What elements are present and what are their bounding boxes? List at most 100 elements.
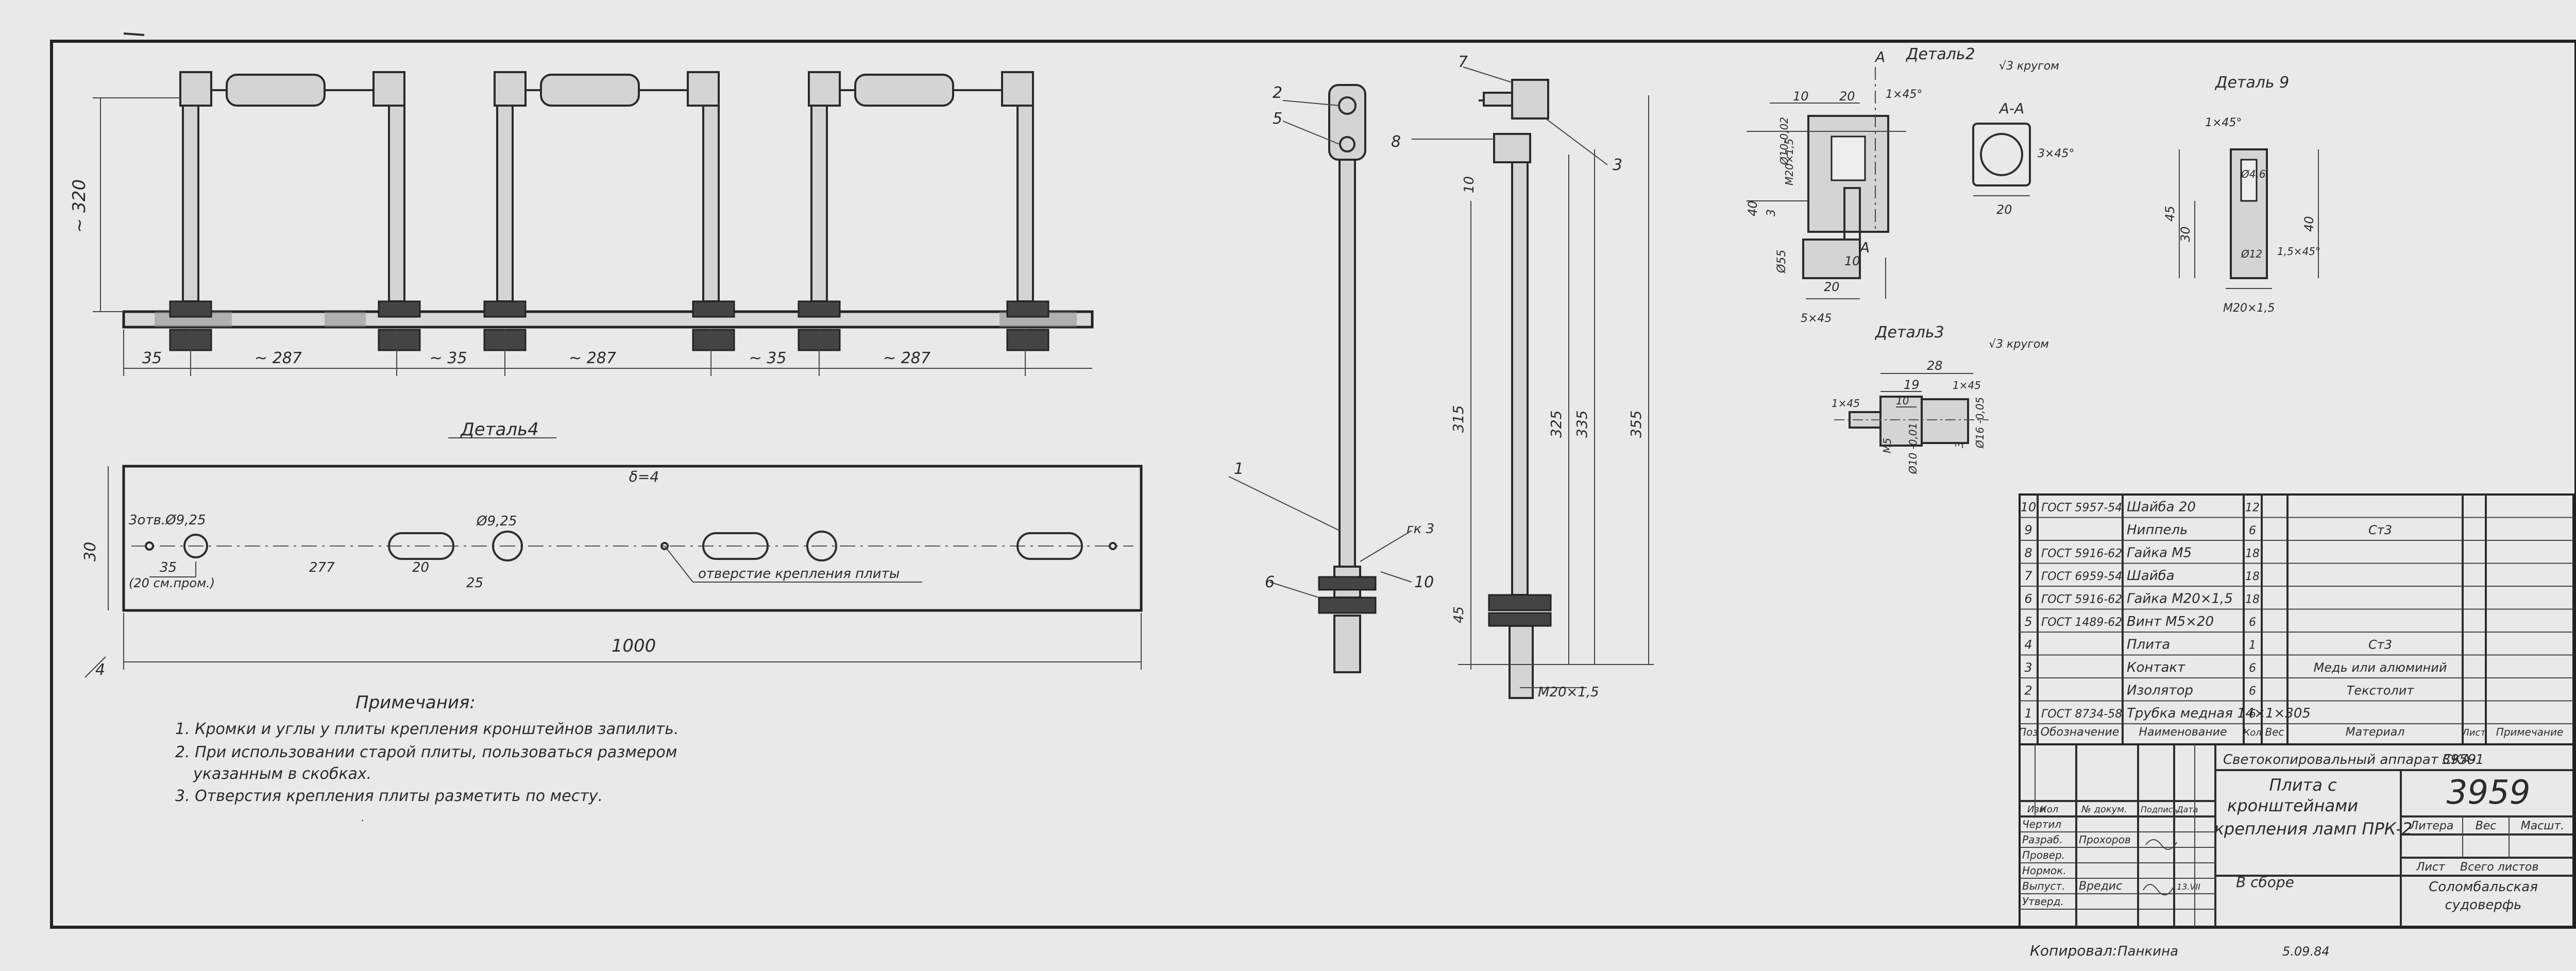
tb-hdr-date: Дата xyxy=(2176,805,2198,814)
bom-h-des: Обозначение xyxy=(2041,726,2120,739)
dim-35-b: ~ 35 xyxy=(430,349,467,367)
bom-cell-qty: 1 xyxy=(2249,639,2256,652)
detail4-callout: отверстие крепления плиты xyxy=(698,566,900,582)
weld-symbol: гк 3 xyxy=(1406,521,1434,537)
detail4-holes: 3отв.Ø9,25 xyxy=(129,513,206,528)
tb-number: 3959 xyxy=(2447,774,2531,812)
pos-5: 5 xyxy=(1273,110,1282,128)
dim-315: 315 xyxy=(1450,405,1467,433)
bom-h-sheet: Лист xyxy=(2462,727,2486,738)
tb-name-issue: Вредис xyxy=(2079,880,2122,893)
detail2-section: А-А xyxy=(1998,100,2024,117)
tb-hdr-change: Изм xyxy=(2027,804,2046,815)
detail2-sec-ch: 3×45° xyxy=(2038,147,2074,160)
assembly-front-view xyxy=(93,71,1094,376)
detail3-ch2: 1×45 xyxy=(1953,379,1981,391)
tb-list: Лист xyxy=(2416,861,2446,874)
detail3-d28: 28 xyxy=(1927,359,1943,373)
tb-r-check: Провер. xyxy=(2022,849,2065,861)
detail2-bot20: 20 xyxy=(1824,280,1840,294)
tb-device: Светокопировальный аппарат СКА-1 xyxy=(2223,752,2484,768)
detail3-m5: М5 xyxy=(1881,438,1893,453)
bom-cell-name: Шайба 20 xyxy=(2127,500,2196,515)
detail2-d10: 10 xyxy=(1793,89,1809,104)
bom-cell-material: Медь или алюминий xyxy=(2314,660,2447,675)
bom-cell-pos: 5 xyxy=(2024,615,2032,629)
tb-title-2: кронштейнами xyxy=(2227,796,2358,815)
detail2-sec-w: 20 xyxy=(1996,202,2012,217)
bom-h-weight: Вес xyxy=(2265,726,2284,738)
note-2b: указанным в скобках. xyxy=(193,765,371,783)
detail2-note: √3 кругом xyxy=(1999,60,2059,73)
detail4-length: 1000 xyxy=(612,636,656,656)
detail4-width: 30 xyxy=(81,542,99,561)
bom-cell-qty: 6 xyxy=(2249,524,2256,537)
bom-cell-name: Ниппель xyxy=(2127,522,2188,538)
dim-35-c: ~ 35 xyxy=(749,349,787,367)
corner-mark xyxy=(123,32,145,36)
bom-cell-qty: 6 xyxy=(2249,685,2256,698)
dim-thread: М20×1,5 xyxy=(1538,685,1599,700)
bom-cell-material: Ст3 xyxy=(2368,523,2392,537)
footer-copier: Панкина xyxy=(2117,944,2178,959)
bom-cell-material: Ст3 xyxy=(2368,638,2392,652)
dim-335: 335 xyxy=(1573,411,1590,438)
detail9-view xyxy=(2179,148,2319,289)
tb-r-appr: Утверд. xyxy=(2022,895,2064,908)
detail4-old: (20 см.пром.) xyxy=(129,576,215,590)
bom-cell-pos: 4 xyxy=(2024,638,2032,652)
tb-date-issue: 13.VII xyxy=(2177,882,2200,892)
detail9-thread: М20×1,5 xyxy=(2223,302,2275,315)
pos-1: 1 xyxy=(1234,460,1244,478)
stray-mark: · xyxy=(361,814,364,827)
bom-cell-name: Шайба xyxy=(2127,568,2175,584)
dim-287-a: ~ 287 xyxy=(255,349,302,367)
bom-cell-designation: ГОСТ 6959-54 xyxy=(2041,570,2122,583)
tb-massh: Масшт. xyxy=(2521,820,2565,832)
bom-table xyxy=(2019,493,2574,745)
bom-cell-name: Винт М5×20 xyxy=(2127,614,2214,629)
detail3-title: Деталь3 xyxy=(1874,323,1944,342)
dim-height: ~ 320 xyxy=(69,179,90,233)
detail9-d12: Ø12 xyxy=(2241,248,2262,260)
detail2-view xyxy=(1747,67,2031,299)
footer-date: 5.09.84 xyxy=(2282,944,2330,959)
detail2-d20: 20 xyxy=(1839,89,1855,104)
pos-10: 10 xyxy=(1414,573,1434,591)
signature-issue xyxy=(2143,884,2175,896)
detail2-d3: 3 xyxy=(1765,209,1778,216)
tb-r-norm: Нормок. xyxy=(2022,864,2066,877)
dim-355: 355 xyxy=(1628,411,1645,438)
pos-2: 2 xyxy=(1273,84,1282,102)
bom-cell-name: Изолятор xyxy=(2127,683,2193,699)
pos-6: 6 xyxy=(1265,573,1275,591)
bom-cell-pos: 10 xyxy=(2021,500,2037,515)
signature-dev xyxy=(2145,839,2177,850)
bom-cell-qty: 12 xyxy=(2245,502,2260,515)
detail2-title: Деталь2 xyxy=(1905,45,1975,63)
detail9-d30: 30 xyxy=(2178,226,2193,242)
detail4-view xyxy=(84,437,1143,678)
bom-cell-qty: 6 xyxy=(2249,662,2256,675)
bom-cell-designation: ГОСТ 5916-62 xyxy=(2041,593,2122,606)
detail3-ch1: 1×45 xyxy=(1832,397,1860,410)
detail3-d3: 3 xyxy=(1953,441,1965,448)
bom-h-qty: Кол xyxy=(2243,727,2261,738)
bom-row: 7 ГОСТ 6959-54 Шайба 18 xyxy=(2024,568,2260,584)
detail9-title: Деталь 9 xyxy=(2214,74,2289,92)
tb-ves: Вес xyxy=(2476,820,2497,832)
tb-name-dev: Прохоров xyxy=(2079,833,2131,846)
detail4-pos: 4 xyxy=(95,661,105,679)
bom-cell-qty: 18 xyxy=(2245,570,2260,583)
detail3-pin: Ø10 -0,01 xyxy=(1907,423,1919,474)
tb-r-dev: Разраб. xyxy=(2022,833,2063,846)
note-3: 3. Отверстия крепления плиты разметить п… xyxy=(175,787,603,805)
note-1: 1. Кромки и углы у плиты крепления кронш… xyxy=(175,720,679,738)
bom-cell-pos: 7 xyxy=(2024,569,2032,583)
bom-cell-designation: ГОСТ 5957-54 xyxy=(2041,502,2122,515)
detail4-thickness: δ=4 xyxy=(629,468,659,485)
